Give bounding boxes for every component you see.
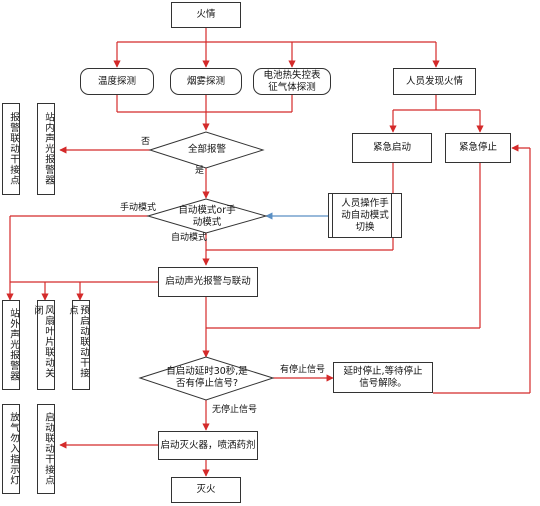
no-entry-light-label: 放气勿入指示灯	[8, 412, 19, 486]
label-yes: 是	[195, 166, 205, 176]
pre-start-contact-node: 预启动联动干接点	[67, 300, 90, 390]
smoke-detection-node: 烟雾探测	[170, 68, 242, 95]
temperature-detection-node: 温度探测	[80, 68, 154, 95]
manual-operation-label: 人员操作手动自动模式切换	[341, 197, 389, 233]
pre-start-contact-label: 预启动联动干接点	[67, 305, 89, 379]
mode-select-label: 自动模式or手动模式	[178, 205, 236, 228]
delay-stop-label: 延时停止,等待停止信号解除。	[343, 365, 423, 389]
emergency-start-label: 紧急启动	[372, 142, 411, 153]
emergency-stop-node: 紧急停止	[445, 133, 511, 163]
label-no-stop: 无停止信号	[212, 405, 258, 415]
manual-operation-node: 人员操作手动自动模式切换	[328, 193, 402, 238]
decision-mode: 自动模式or手动模式	[178, 205, 236, 229]
fan-close-label: 风扇叶片联动关闭	[32, 305, 54, 379]
smoke-label: 烟雾探测	[186, 75, 225, 87]
delay-stop-node: 延时停止,等待停止信号解除。	[333, 362, 433, 393]
decision-mode-shape	[146, 198, 268, 234]
station-inner-alarm-label: 站内声光报警器	[43, 112, 54, 186]
all-alarm-label: 全部报警	[187, 144, 226, 155]
emergency-stop-label: 紧急停止	[458, 142, 497, 153]
extinguish-label: 灭火	[196, 484, 216, 495]
start-contact-node: 启动联动干接点	[37, 404, 55, 494]
station-outer-alarm-label: 站外声光报警器	[8, 308, 19, 382]
delay-check-label: 自启动延时30秒,是否有停止信号?	[166, 366, 248, 389]
no-entry-light-node: 放气勿入指示灯	[2, 404, 20, 494]
station-inner-alarm-node: 站内声光报警器	[37, 103, 55, 195]
emergency-start-node: 紧急启动	[352, 133, 432, 163]
start-extinguisher-label: 启动灭火器，喷洒药剂	[160, 439, 256, 451]
station-outer-alarm-node: 站外声光报警器	[2, 300, 20, 390]
label-has-stop: 有停止信号	[280, 365, 326, 375]
start-alarm-node: 启动声光报警与联动	[158, 267, 258, 297]
label-auto-mode: 自动模式	[171, 233, 208, 243]
fire-node: 火情	[171, 2, 241, 28]
decision-all-alarm-shape	[148, 131, 265, 169]
extinguish-node: 灭火	[171, 477, 241, 503]
person-label: 人员发现火情	[405, 75, 463, 87]
start-alarm-label: 启动声光报警与联动	[165, 276, 251, 287]
person-found-fire-node: 人员发现火情	[393, 68, 476, 95]
fire-label: 火情	[196, 9, 216, 20]
label-manual-mode: 手动模式	[120, 203, 157, 213]
decision-all-alarm: 全部报警	[175, 142, 239, 158]
temperature-label: 温度探测	[97, 75, 136, 87]
decision-delay-shape	[138, 356, 275, 401]
alarm-dry-contact-node: 报警联动干接点	[2, 103, 20, 195]
battery-label: 电池热失控表征气体探测	[263, 69, 321, 93]
battery-gas-detection-node: 电池热失控表征气体探测	[253, 68, 331, 95]
label-no: 否	[141, 137, 151, 147]
start-contact-label: 启动联动干接点	[43, 412, 54, 486]
alarm-dry-contact-label: 报警联动干接点	[8, 112, 19, 186]
decision-delay: 自启动延时30秒,是否有停止信号?	[166, 364, 248, 392]
start-extinguisher-node: 启动灭火器，喷洒药剂	[158, 431, 258, 460]
fan-close-node: 风扇叶片联动关闭	[32, 300, 55, 390]
